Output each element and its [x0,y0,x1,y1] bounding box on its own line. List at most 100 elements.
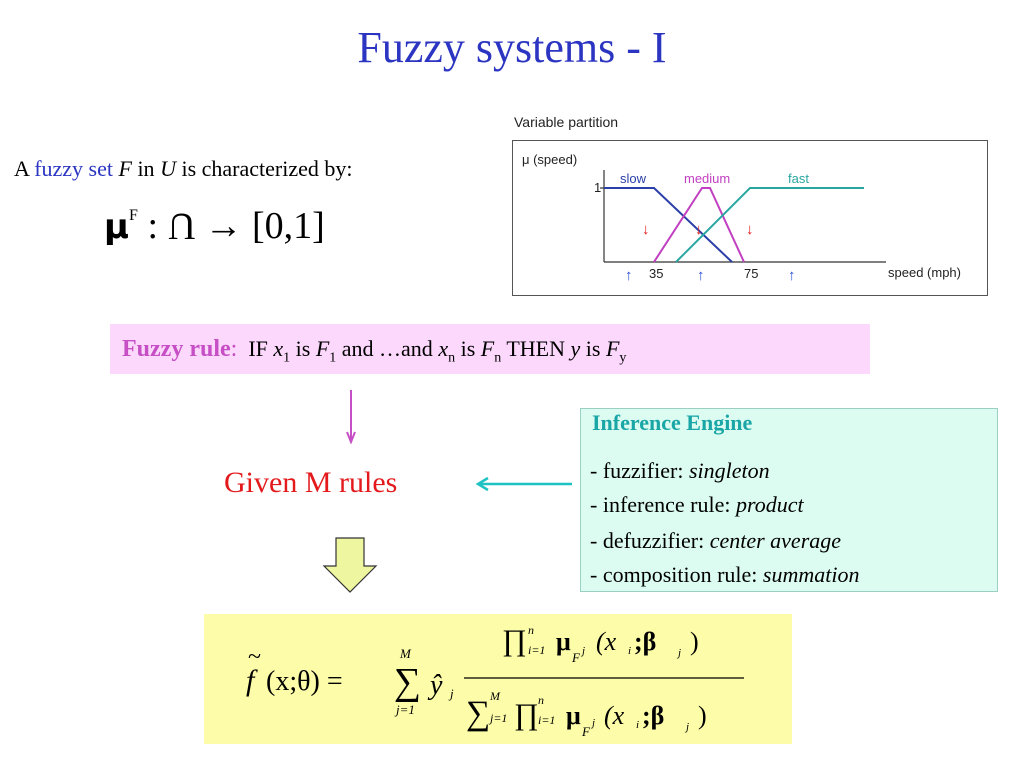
down-arrow-2: ↓ [695,222,703,238]
mapping-arrow: → [204,205,243,247]
tick-35: 35 [649,266,663,281]
num-mu: μ [556,627,571,656]
composition-line: - composition rule: summation [590,562,859,588]
rule-Fn: F [480,336,495,361]
up-arrow-3: ↑ [788,268,796,284]
den-sum-lower: j=1 [488,711,507,725]
partition-y-label: μ (speed) [522,152,577,167]
rule-F1: F [315,336,330,361]
intro-prefix: A [14,156,35,181]
fuzzy-rule-label: Fuzzy rule [122,336,231,362]
rule-F1-sub: 1 [329,350,337,366]
defuzzifier-label: - defuzzifier: [590,528,710,553]
y-hat-sub: j [448,686,454,701]
fuzzy-rule: Fuzzy rule: IF x1 is F1 and …and xn is F… [122,336,626,366]
den-beta-sub: j [684,721,689,733]
sum-symbol: ∑ [394,661,421,703]
den-product: ∏ [514,698,539,731]
slow-label: slow [620,171,647,186]
membership-mapping: μF : U → [0,1] [104,204,325,248]
universe-U: U [160,156,176,181]
inference-rule-label: - inference rule: [590,492,736,517]
inference-arrow [475,476,572,492]
rule-Fn-sub: n [494,350,502,366]
den-j-sup: j [590,717,595,729]
den-sum: ∑ [466,695,490,732]
composition-value: summation [762,562,860,587]
fuzzy-rule-band [110,324,870,374]
formula-box [204,614,792,744]
defuzzifier-line: - defuzzifier: center average [590,528,841,554]
formula: f ~ (x;θ) = M ∑ j=1 ŷ j ∏ n i=1 μ F j (x… [246,623,744,739]
formula-tilde: ~ [248,644,261,670]
fast-label: fast [788,171,809,186]
fast-curve [675,187,864,263]
fuzzifier-value: singleton [688,458,770,483]
num-product-upper: n [528,623,534,637]
sum-upper: M [399,646,412,661]
block-down-arrow [322,537,378,593]
rule-is3: is [580,336,606,361]
den-beta: ;β [642,701,664,730]
down-arrow-1: ↓ [642,222,650,238]
den-sum-upper: M [489,689,501,703]
intro-suffix: is characterized by: [175,156,353,181]
inference-rule-line: - inference rule: product [590,492,804,518]
set-F: F [118,156,132,181]
inference-engine-title: Inference Engine [592,410,753,435]
den-mu: μ [566,701,581,730]
rule-x1-sub: 1 [283,350,291,366]
fuzzifier-line: - fuzzifier: singleton [590,458,770,484]
den-i-sub: i [636,719,639,731]
composition-label: - composition rule: [590,562,763,587]
rule-y: y [570,336,581,361]
rule-then: THEN [501,336,571,361]
up-arrow-1: ↑ [625,268,633,284]
rule-down-arrow [346,390,356,444]
formula-args: (x;θ) = [266,666,343,697]
rule-is2: is [455,336,481,361]
given-m-rules: Given M rules [224,466,398,499]
den-F-sub: F [581,724,591,739]
num-j-sup: j [580,645,585,657]
tick-75: 75 [744,266,758,281]
sum-lower: j=1 [394,702,415,717]
intro-in: in [131,156,161,181]
rule-Fy: F [605,336,620,361]
num-i-sub: i [628,645,631,657]
rule-and: and …and [336,336,439,361]
rule-if: IF [248,336,274,361]
mu-subscript: F [129,207,138,224]
partition-diagram: μ (speed) 1 slow medium fast ↓ ↓ ↓ ↑ ↑ ↑… [522,152,961,284]
den-product-lower: i=1 [538,713,555,727]
intro-text: A fuzzy set F in U is characterized by: [14,156,352,182]
fuzzy-set-term: fuzzy set [34,156,113,181]
partition-title: Variable partition [514,114,619,130]
num-args: (x [596,627,617,656]
up-arrow-2: ↑ [697,268,705,284]
partition-one-label: 1 [594,180,601,195]
inference-rule-value: product [735,492,804,517]
num-beta: ;β [634,627,656,656]
den-product-upper: n [538,693,544,707]
slide-title: Fuzzy systems - I [357,23,667,72]
y-hat: ŷ [427,670,443,701]
mapping-range: [0,1] [251,205,325,247]
mu-symbol: μ [104,207,130,247]
den-args: (x [604,701,625,730]
fuzzifier-label: - fuzzifier: [590,458,689,483]
rule-x1: x [273,336,284,361]
num-product-lower: i=1 [528,643,545,657]
den-close: ) [698,701,707,730]
defuzzifier-value: center average [709,528,842,553]
num-F-sub: F [571,650,581,665]
inference-engine-box [580,408,998,592]
medium-label: medium [684,171,730,186]
num-close: ) [690,627,699,656]
rule-xn: x [438,336,449,361]
slow-curve [604,187,733,263]
rule-xn-sub: n [448,350,456,366]
num-product: ∏ [502,624,527,657]
mapping-domain: U [167,205,195,247]
num-beta-sub: j [676,647,681,659]
